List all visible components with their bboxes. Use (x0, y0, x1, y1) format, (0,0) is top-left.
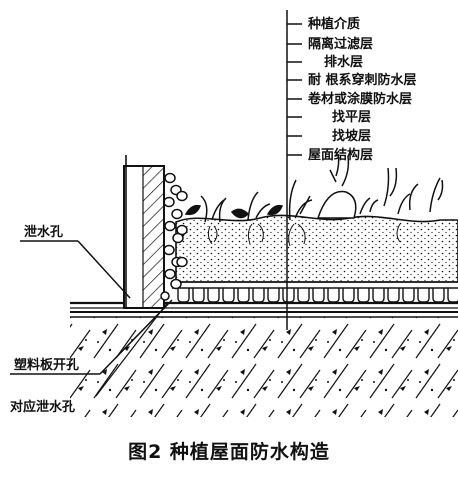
gravel-stone (163, 196, 175, 208)
drainage-dimple (372, 288, 385, 303)
drainage-board (172, 287, 458, 303)
drainage-dimple (207, 288, 220, 303)
label-drainage: 排水层 (324, 54, 363, 70)
planting-medium-layer (175, 214, 458, 283)
drainage-dimple (312, 288, 325, 303)
label-membrane-coating: 卷材或涂膜防水层 (308, 91, 412, 107)
gravel-stone (176, 190, 188, 202)
gravel-stone (176, 224, 188, 236)
gravel-stone (164, 268, 176, 280)
parapet-wall (123, 155, 165, 309)
drainage-dimple (267, 288, 280, 303)
drainage-dimple (342, 288, 355, 303)
drainage-dimple (402, 288, 415, 303)
drainage-dimple (432, 288, 445, 303)
label-slope: 找坡层 (332, 128, 371, 144)
drainage-dimple (192, 288, 205, 303)
drainage-dimple (327, 288, 340, 303)
drainage-dimple (417, 288, 430, 303)
gravel-stone (164, 172, 176, 184)
callout-weep-hole: 泄水孔 (20, 224, 131, 299)
label-leveling: 找平层 (332, 109, 371, 125)
drainage-dimple (387, 288, 400, 303)
callout-board-hole: 塑料板开孔 对应泄水孔 (10, 299, 173, 415)
drainage-dimple (222, 288, 235, 303)
structural-slab (70, 316, 458, 417)
label-root-resistant: 耐 根系穿刺防水层 (308, 72, 417, 88)
drainage-dimple (282, 288, 295, 303)
label-matching-weep-hole: 对应泄水孔 (10, 399, 75, 415)
label-plastic-board-hole: 塑料板开孔 (14, 357, 79, 373)
roots (207, 223, 401, 247)
drainage-dimple (237, 288, 250, 303)
gravel-stone (176, 256, 188, 268)
gravel-stone (164, 220, 176, 232)
label-planting-medium: 种植介质 (307, 16, 360, 32)
gravel-stone (171, 208, 183, 220)
drainage-dimple (177, 288, 190, 303)
label-weep-hole: 泄水孔 (24, 224, 63, 240)
plants (184, 153, 444, 223)
drainage-dimple (447, 288, 458, 303)
drainage-dimple (252, 288, 265, 303)
label-leader-lines (286, 10, 302, 330)
gravel-stone (163, 244, 175, 256)
gravel-stone (170, 278, 182, 290)
figure-caption: 图2 种植屋面防水构造 (128, 440, 330, 463)
drainage-dimple (357, 288, 370, 303)
layer-labels: 种植介质 隔离过滤层 排水层 耐 根系穿刺防水层 卷材或涂膜防水层 找平层 找坡… (307, 16, 417, 163)
label-isolation-filter: 隔离过滤层 (308, 36, 373, 52)
drainage-dimple (297, 288, 310, 303)
label-structure: 屋面结构层 (308, 147, 373, 163)
weep-hole (160, 291, 170, 301)
